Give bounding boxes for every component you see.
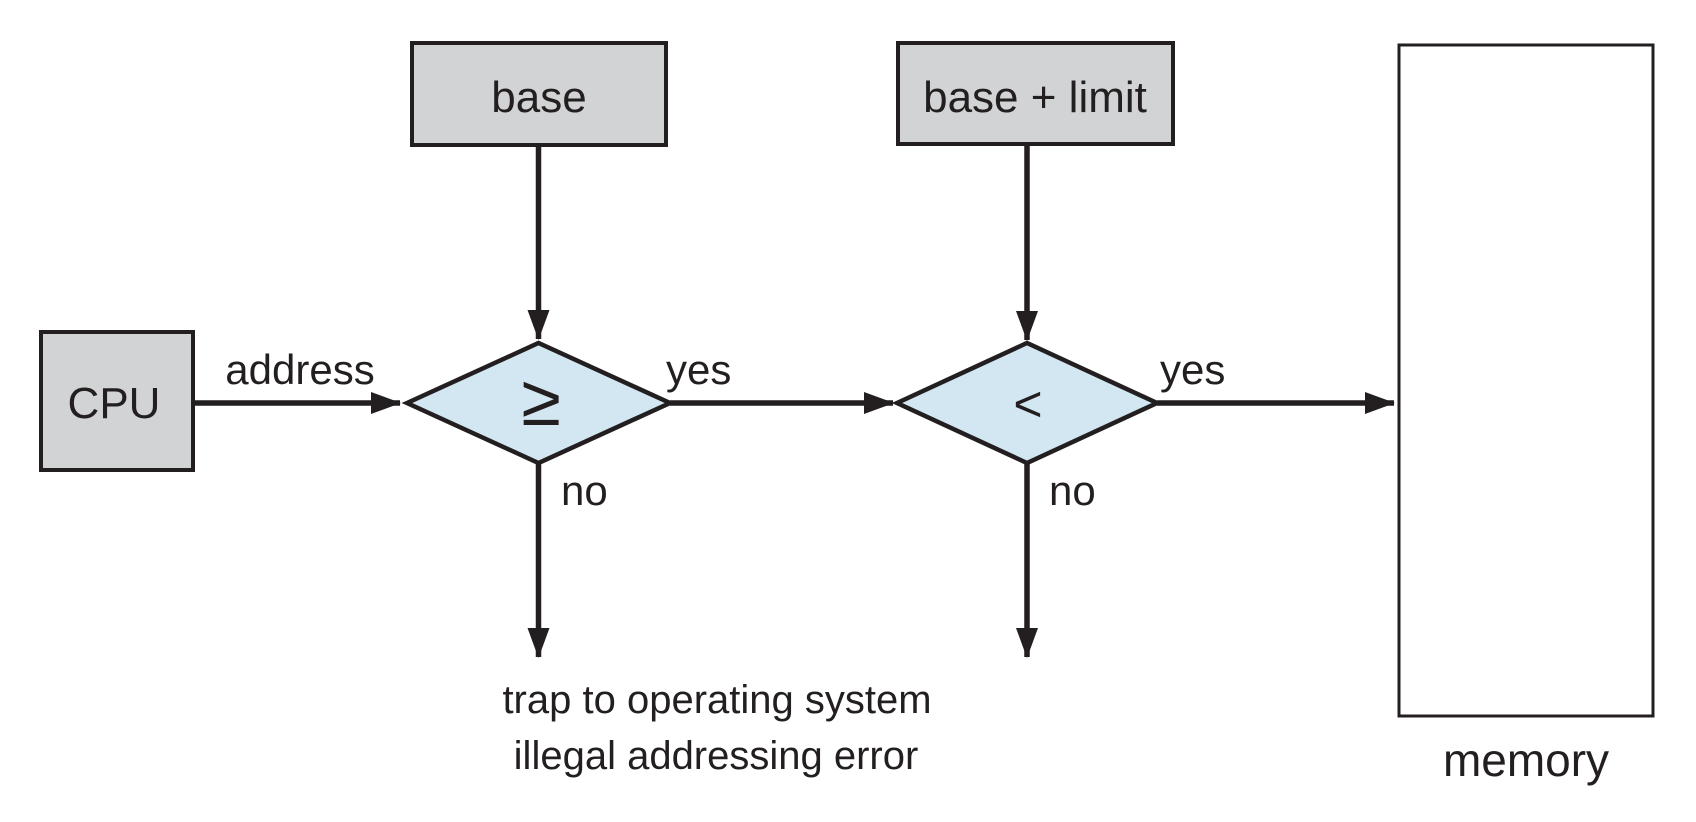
trap-text-line2: illegal addressing error <box>514 734 919 778</box>
no-label-first: no <box>561 467 608 514</box>
cpu-label: CPU <box>68 379 161 428</box>
address-label: address <box>225 346 374 393</box>
ge-decision-diamond <box>401 340 676 466</box>
cpu-box <box>39 330 195 472</box>
no-label-second: no <box>1049 467 1096 514</box>
lt-symbol: < <box>1013 376 1042 432</box>
yes-label-second: yes <box>1160 346 1225 393</box>
base-plus-limit-box <box>896 41 1175 146</box>
trap-text-line1: trap to operating system <box>502 678 931 722</box>
memory-box <box>1397 43 1655 718</box>
base-register-box <box>410 41 668 147</box>
ge-symbol: ≥ <box>521 361 561 441</box>
yes-label-first: yes <box>666 346 731 393</box>
base-plus-limit-label: base + limit <box>923 73 1147 122</box>
base-register-label: base <box>491 73 586 122</box>
lt-decision-diamond <box>891 340 1163 466</box>
memory-label: memory <box>1443 734 1609 786</box>
